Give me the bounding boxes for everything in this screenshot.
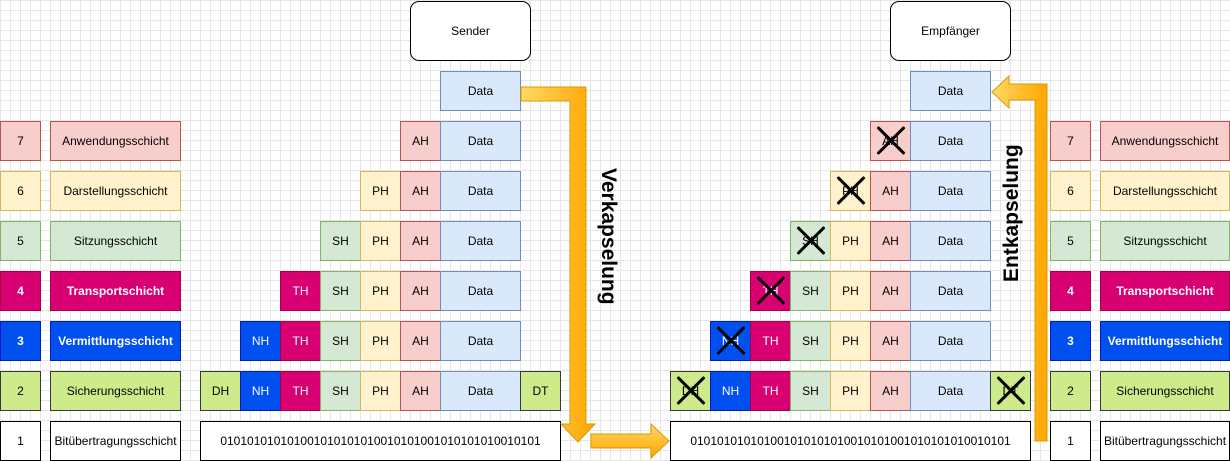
header-nh: NH: [710, 371, 751, 411]
header-ah-removed: AH: [870, 121, 911, 161]
header-ah: AH: [400, 171, 441, 211]
header-ph: PH: [360, 171, 401, 211]
decapsulation-label: Entkapselung: [1000, 144, 1023, 282]
layer-3-name: Vermittlungsschicht: [1100, 321, 1230, 361]
data-block: Data: [910, 71, 991, 111]
header-sh: SH: [320, 271, 361, 311]
layer-3-number: 3: [1050, 321, 1091, 361]
layer-6-number: 6: [1050, 171, 1091, 211]
header-ah: AH: [400, 271, 441, 311]
data-block: Data: [440, 271, 521, 311]
layer-1-number: 1: [0, 421, 41, 461]
data-block: Data: [910, 271, 991, 311]
data-block: Data: [910, 221, 991, 261]
data-block: Data: [440, 121, 521, 161]
layer-6-number: 6: [0, 171, 41, 211]
header-th: TH: [750, 321, 791, 361]
layer-7-name: Anwendungsschicht: [50, 121, 181, 161]
layer-6-name: Darstellungsschicht: [50, 171, 181, 211]
data-block: Data: [440, 171, 521, 211]
layer-7-number: 7: [0, 121, 41, 161]
header-sh: SH: [790, 321, 831, 361]
layer-6-name: Darstellungsschicht: [1100, 171, 1230, 211]
sender-box: Sender: [410, 1, 531, 61]
header-th: TH: [280, 371, 321, 411]
layer-3-name: Vermittlungsschicht: [50, 321, 181, 361]
receiver-box: Empfänger: [890, 1, 1011, 61]
layer-1-name: Bitübertragungsschicht: [50, 421, 181, 461]
data-block: Data: [440, 221, 521, 261]
header-ph-removed: PH: [830, 171, 871, 211]
header-th: TH: [280, 271, 321, 311]
header-ah: AH: [870, 321, 911, 361]
header-ph: PH: [360, 271, 401, 311]
header-ph: PH: [830, 321, 871, 361]
header-ah: AH: [870, 371, 911, 411]
header-dh-removed: DH: [670, 371, 711, 411]
header-sh: SH: [320, 321, 361, 361]
header-label: PH: [842, 184, 859, 198]
data-block: Data: [440, 71, 521, 111]
header-dh: DH: [200, 371, 241, 411]
trailer-dt: DT: [520, 371, 561, 411]
header-ph: PH: [360, 371, 401, 411]
layer-5-number: 5: [0, 221, 41, 261]
bitstream: 0101010101010010101010100101010010101010…: [670, 421, 1031, 461]
data-block: Data: [910, 171, 991, 211]
layer-2-number: 2: [0, 371, 41, 411]
layer-5-name: Sitzungsschicht: [50, 221, 181, 261]
data-block: Data: [440, 371, 521, 411]
layer-4-name: Transportschicht: [1100, 271, 1230, 311]
header-label: AH: [882, 134, 899, 148]
header-ah: AH: [870, 171, 911, 211]
layer-3-number: 3: [0, 321, 41, 361]
layer-5-name: Sitzungsschicht: [1100, 221, 1230, 261]
layer-2-name: Sicherungsschicht: [50, 371, 181, 411]
layer-4-number: 4: [0, 271, 41, 311]
sender-label: Sender: [451, 24, 490, 38]
layer-2-name: Sicherungsschicht: [1100, 371, 1230, 411]
data-block: Data: [910, 321, 991, 361]
header-nh: NH: [240, 371, 281, 411]
trailer-dt-removed: DT: [990, 371, 1031, 411]
header-ah: AH: [400, 321, 441, 361]
header-label: SH: [802, 234, 819, 248]
data-block: Data: [440, 321, 521, 361]
header-sh: SH: [320, 371, 361, 411]
header-sh: SH: [320, 221, 361, 261]
layer-4-number: 4: [1050, 271, 1091, 311]
encapsulation-arrow: [520, 86, 597, 443]
decapsulation-arrow: [991, 74, 1048, 442]
data-block: Data: [910, 121, 991, 161]
header-ah: AH: [400, 371, 441, 411]
receiver-label: Empfänger: [921, 24, 980, 38]
header-ph: PH: [360, 221, 401, 261]
encapsulation-label: Verkapselung: [597, 168, 620, 305]
header-sh: SH: [790, 271, 831, 311]
layer-7-number: 7: [1050, 121, 1091, 161]
transfer-arrow: [590, 422, 670, 460]
layer-1-name: Bitübertragungsschicht: [1100, 421, 1230, 461]
header-label: TH: [762, 284, 779, 298]
header-label: DH: [681, 384, 700, 398]
header-label: DT: [1002, 384, 1019, 398]
header-ah: AH: [870, 271, 911, 311]
bitstream: 0101010101010010101010100101010010101010…: [200, 421, 561, 461]
layer-2-number: 2: [1050, 371, 1091, 411]
header-nh-removed: NH: [710, 321, 751, 361]
header-ah: AH: [400, 221, 441, 261]
header-nh: NH: [240, 321, 281, 361]
layer-4-name: Transportschicht: [50, 271, 181, 311]
layer-5-number: 5: [1050, 221, 1091, 261]
header-label: NH: [721, 334, 740, 348]
